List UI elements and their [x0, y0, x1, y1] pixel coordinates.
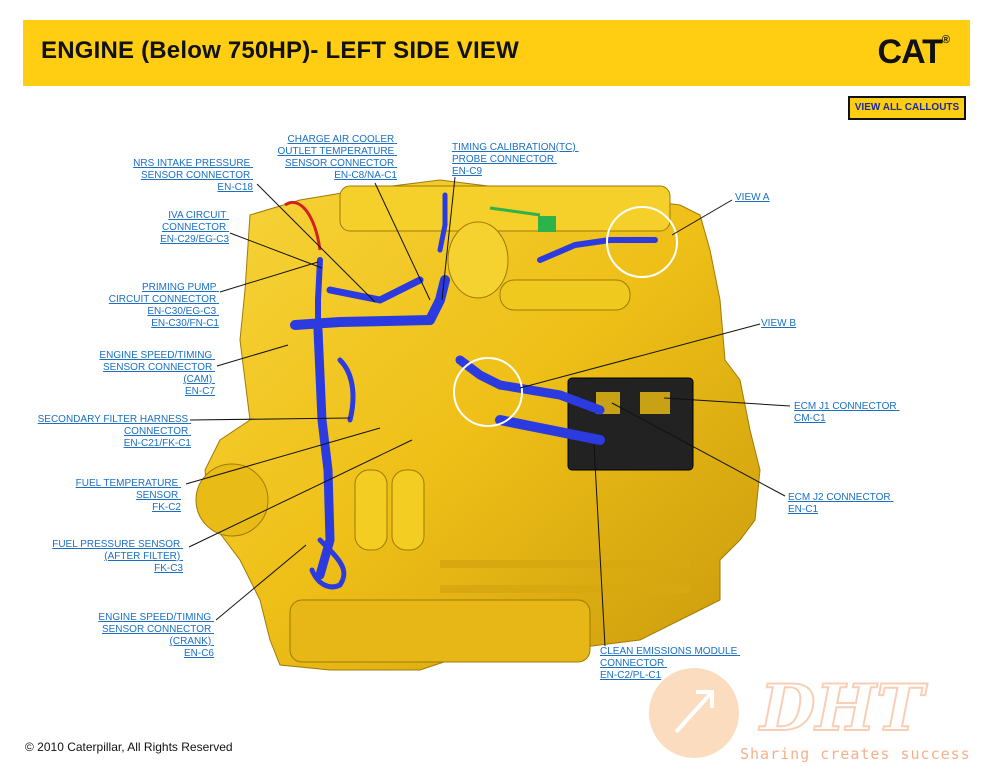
sensor-green [538, 216, 556, 232]
view-all-callouts-button[interactable]: VIEW ALL CALLOUTS [848, 96, 966, 120]
callout-view-b[interactable]: VIEW B [761, 318, 796, 329]
callout-charge-air-cooler[interactable]: CHARGE AIR COOLER OUTLET TEMPERATURE SEN… [278, 134, 398, 181]
callout-fuel-pressure[interactable]: FUEL PRESSURE SENSOR (AFTER FILTER) FK-C… [52, 539, 183, 574]
callout-iva-circuit[interactable]: IVA CIRCUIT CONNECTOR EN-C29/EG-C3 [160, 210, 229, 245]
fuel-filter-1 [354, 469, 388, 551]
callout-ecm-j2[interactable]: ECM J2 CONNECTOR EN-C1 [788, 492, 893, 515]
flywheel-housing [195, 463, 269, 537]
callout-nrs-intake[interactable]: NRS INTAKE PRESSURE SENSOR CONNECTOR EN-… [133, 158, 253, 193]
block-rib-2 [440, 585, 690, 593]
watermark-logo: DHT [758, 671, 928, 746]
sensor-red-wire [284, 201, 322, 251]
callout-engine-speed-cam[interactable]: ENGINE SPEED/TIMING SENSOR CONNECTOR (CA… [99, 350, 215, 397]
turbo-housing [447, 221, 509, 299]
block-rib-1 [440, 560, 690, 568]
valve-cover [339, 185, 671, 232]
callout-fuel-temperature[interactable]: FUEL TEMPERATURE SENSOR FK-C2 [76, 478, 182, 513]
callout-ecm-j1[interactable]: ECM J1 CONNECTOR CM-C1 [794, 401, 899, 424]
copyright-text: © 2010 Caterpillar, All Rights Reserved [25, 740, 233, 754]
view-b-circle[interactable] [453, 357, 523, 427]
page-title: ENGINE (Below 750HP)- LEFT SIDE VIEW [41, 37, 519, 64]
callout-labels[interactable]: CHARGE AIR COOLER OUTLET TEMPERATURE SEN… [38, 134, 900, 681]
watermark: DHT [649, 668, 929, 758]
ecm-j1-plug [640, 392, 670, 414]
callout-timing-calibration[interactable]: TIMING CALIBRATION(TC) PROBE CONNECTOR E… [452, 142, 578, 177]
callout-view-a[interactable]: VIEW A [735, 192, 770, 203]
header-bar: ENGINE (Below 750HP)- LEFT SIDE VIEW CAT… [23, 20, 970, 86]
callout-priming-pump[interactable]: PRIMING PUMP CIRCUIT CONNECTOR EN-C30/EG… [109, 282, 220, 329]
oil-pan [289, 599, 591, 663]
cat-logo: CAT ® [878, 30, 950, 74]
air-intake [499, 279, 631, 311]
registered-mark: ® [941, 34, 950, 46]
fuel-filter-2 [391, 469, 425, 551]
watermark-arrow-icon [674, 690, 714, 734]
view-a-circle[interactable] [606, 206, 678, 278]
watermark-slogan: Sharing creates success [740, 745, 971, 763]
wiring-harness [290, 192, 658, 590]
callout-clean-emissions[interactable]: CLEAN EMISSIONS MODULE CONNECTOR EN-C2/P… [600, 646, 740, 681]
sensor-green-wire [489, 206, 541, 217]
leader-lines [185, 176, 791, 647]
cat-logo-text: CAT [877, 32, 943, 71]
callout-engine-speed-crank[interactable]: ENGINE SPEED/TIMING SENSOR CONNECTOR (CR… [98, 612, 214, 659]
ecm-module [567, 377, 694, 471]
callout-secondary-filter[interactable]: SECONDARY FILTER HARNESS CONNECTOR EN-C2… [38, 414, 192, 449]
